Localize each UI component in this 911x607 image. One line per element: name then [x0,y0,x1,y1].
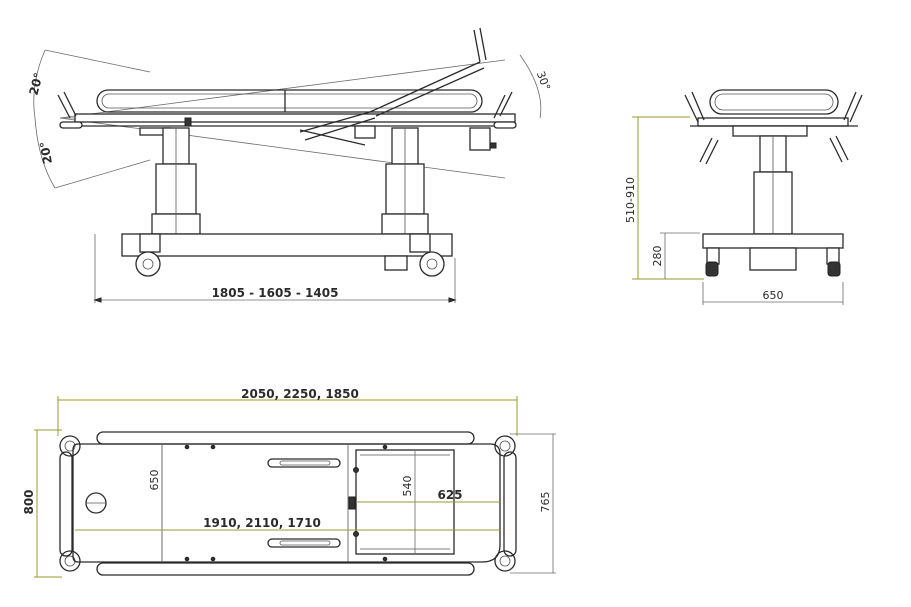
mattress-length-label: 1910, 2110, 1710 [203,516,321,530]
caster-wheel [419,251,445,277]
end-rail [709,89,839,115]
end-width-label: 650 [763,289,784,302]
overall-width-label: 800 [22,489,36,514]
chassis-base [121,233,453,277]
height-dimension [632,116,844,305]
overall-length-label: 2050, 2250, 1850 [241,387,359,401]
panel-width-label: 540 [401,476,414,497]
length-dimension [93,234,457,303]
bed-deck [74,113,516,123]
base-height-label: 280 [651,246,664,267]
length-dim-label: 1805 - 1605 - 1405 [212,286,339,300]
right-column [381,127,429,235]
head-handle [57,91,77,119]
backrest [299,27,487,146]
control-box [469,127,491,151]
mattress-width-label: 650 [148,470,161,491]
angle-label-top-left: 20° [26,71,45,97]
caster-wheel [135,251,161,277]
mattress-outline [72,443,501,563]
angle-label-right: 30° [534,69,553,92]
top-view: 2050, 2250, 1850 [22,387,556,578]
side-rail [96,89,483,113]
height-range-label: 510-910 [624,177,637,223]
inner-width-label: 765 [539,492,552,513]
left-column [139,117,201,235]
foot-handle [493,91,513,119]
panel-length-label: 625 [437,488,462,502]
angle-label-bottom-left: 20° [37,140,55,165]
end-view: 510-910 280 650 [624,89,863,305]
side-view: 1805 - 1605 - 1405 20° 20° 30° [26,27,553,303]
